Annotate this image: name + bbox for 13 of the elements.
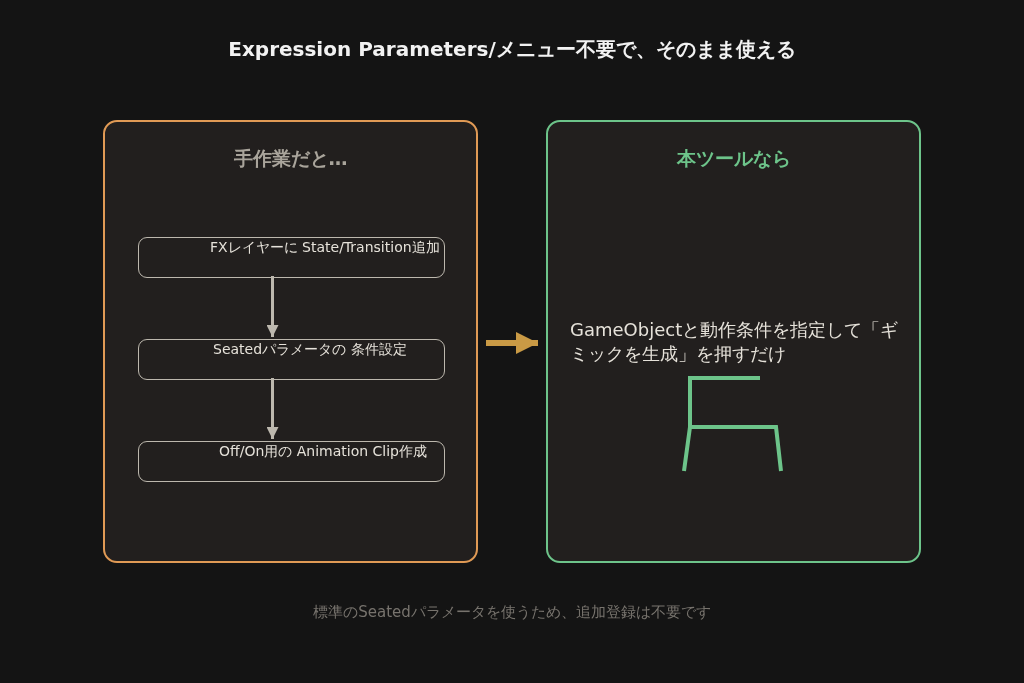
arrow <box>266 276 279 337</box>
step-box: Off/On用の Animation Clip作成 <box>138 441 445 482</box>
panel-heading: 本ツールなら <box>675 146 792 171</box>
caption: 標準のSeatedパラメータを使うため、追加登録は不要です <box>312 603 712 622</box>
panel-heading: 手作業だと… <box>232 146 349 171</box>
step-box: Seatedパラメータの 条件設定 <box>138 339 445 380</box>
arrow <box>486 332 538 354</box>
arrow <box>266 378 279 439</box>
title: Expression Parameters/メニュー不要で、そのまま使える <box>227 36 797 63</box>
panel <box>546 120 921 563</box>
panel <box>103 120 478 563</box>
step-box: FXレイヤーに State/Transition追加 <box>138 237 445 278</box>
panel-text: GameObjectと動作条件を指定して「ギミックを生成」を押すだけ <box>570 318 900 366</box>
